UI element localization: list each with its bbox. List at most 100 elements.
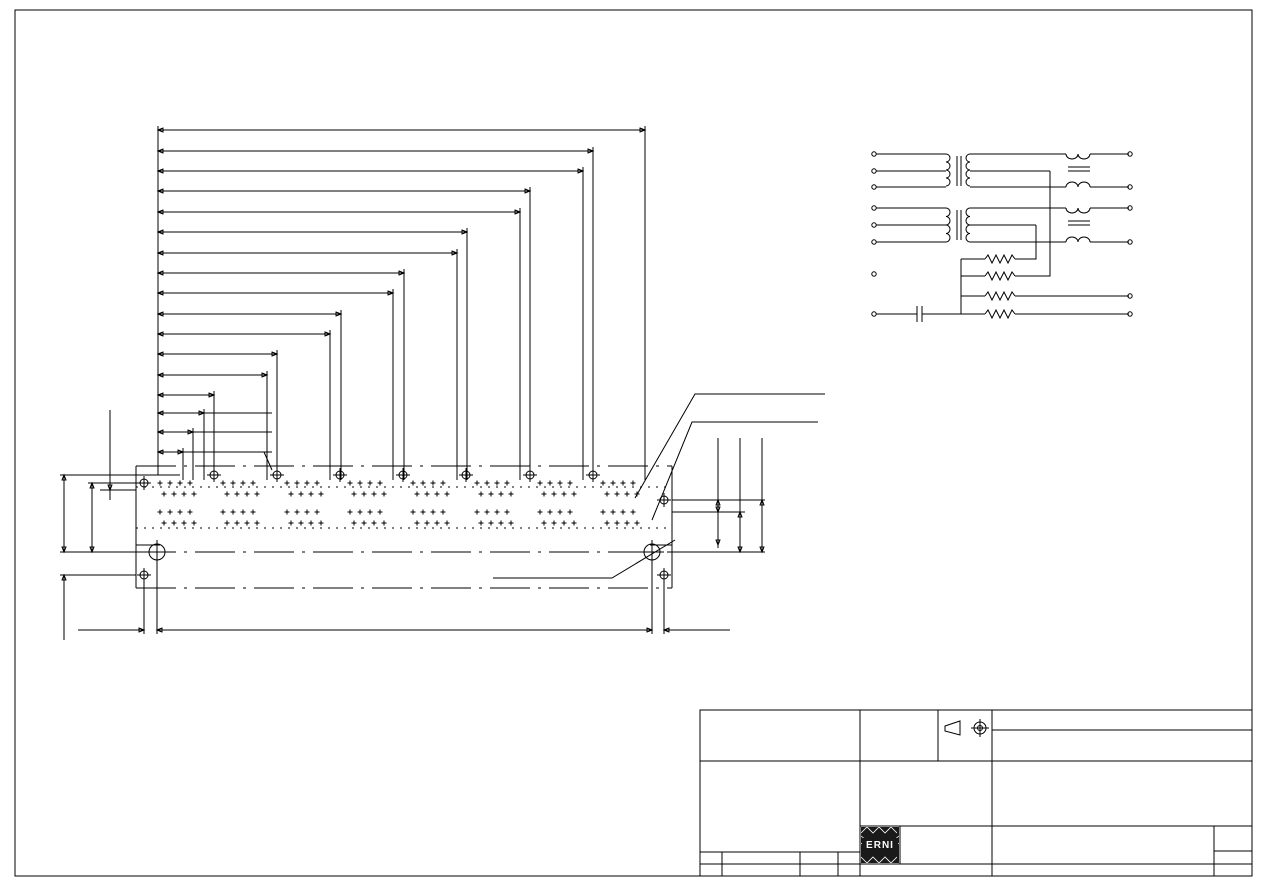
contact-pin <box>367 480 373 486</box>
contact-pin <box>600 480 606 486</box>
contact-pin <box>157 480 163 486</box>
contact-pin <box>294 480 300 486</box>
contact-pin <box>288 520 294 526</box>
contact-pin <box>424 491 430 497</box>
contact-pin <box>557 480 563 486</box>
contact-pin <box>304 509 310 515</box>
contact-pin <box>377 480 383 486</box>
contact-pin <box>474 509 480 515</box>
contact-pin <box>537 480 543 486</box>
contact-pin <box>347 480 353 486</box>
contact-pin <box>444 520 450 526</box>
contact-pin <box>561 491 567 497</box>
contact-pin <box>424 520 430 526</box>
contact-pin <box>254 491 260 497</box>
contact-pin <box>318 520 324 526</box>
contact-pin <box>288 491 294 497</box>
contact-pin <box>294 509 300 515</box>
contact-pin <box>630 480 636 486</box>
contact-pin <box>478 491 484 497</box>
contact-pin <box>381 520 387 526</box>
contact-pin <box>440 509 446 515</box>
third-angle-projection-icon <box>945 719 989 737</box>
contact-pin <box>624 491 630 497</box>
contact-pin <box>224 520 230 526</box>
contact-pin <box>191 520 197 526</box>
contact-pin <box>541 491 547 497</box>
contact-pin <box>508 491 514 497</box>
connector-front-view <box>136 466 672 588</box>
terminal-point <box>872 169 876 173</box>
contact-pin <box>547 480 553 486</box>
contact-pin <box>161 520 167 526</box>
contact-pin <box>610 509 616 515</box>
contact-pin <box>440 480 446 486</box>
title-block <box>700 710 1252 876</box>
contact-pin <box>444 491 450 497</box>
contact-pin <box>357 480 363 486</box>
contact-pin <box>181 520 187 526</box>
contact-pin <box>298 491 304 497</box>
contact-pin <box>250 509 256 515</box>
contact-pin <box>351 520 357 526</box>
contact-pin <box>634 520 640 526</box>
contact-pin <box>410 480 416 486</box>
contact-pin <box>541 520 547 526</box>
contact-pin <box>567 509 573 515</box>
terminal-point <box>872 312 876 316</box>
contact-pin <box>488 491 494 497</box>
contact-pin <box>347 509 353 515</box>
contact-pin <box>414 520 420 526</box>
contact-pin <box>410 509 416 515</box>
contact-pin <box>551 491 557 497</box>
contact-pin <box>494 480 500 486</box>
contact-pin <box>614 520 620 526</box>
terminal-point <box>872 240 876 244</box>
contact-pin <box>314 480 320 486</box>
contact-pin <box>371 491 377 497</box>
contact-pin <box>357 509 363 515</box>
contact-pin <box>187 480 193 486</box>
contact-pin <box>498 520 504 526</box>
contact-pin <box>567 480 573 486</box>
bottom-overall-dimension <box>78 560 730 634</box>
contact-pin <box>177 509 183 515</box>
contact-pin <box>234 520 240 526</box>
contact-pin <box>620 509 626 515</box>
contact-pin <box>614 491 620 497</box>
contact-pin <box>624 520 630 526</box>
contact-pin <box>498 491 504 497</box>
contact-pin <box>171 491 177 497</box>
contact-pin <box>484 480 490 486</box>
contact-pin <box>161 491 167 497</box>
contact-pin <box>630 509 636 515</box>
contact-pin <box>191 491 197 497</box>
contact-pin <box>620 480 626 486</box>
contact-pin <box>254 520 260 526</box>
contact-pin <box>484 509 490 515</box>
contact-pin <box>230 509 236 515</box>
contact-pin <box>571 491 577 497</box>
contact-pin <box>488 520 494 526</box>
contact-pin <box>171 520 177 526</box>
contact-pin <box>244 491 250 497</box>
contact-pin <box>551 520 557 526</box>
terminal-point <box>872 223 876 227</box>
drawing-frame <box>15 10 1252 876</box>
contact-pin <box>250 480 256 486</box>
contact-pin <box>157 509 163 515</box>
contact-pin <box>547 509 553 515</box>
contact-pin <box>298 520 304 526</box>
contact-pin <box>361 520 367 526</box>
right-vertical-dimensions <box>672 438 765 552</box>
contact-pin <box>361 491 367 497</box>
contact-pin <box>561 520 567 526</box>
logo-text: ERNI <box>866 840 894 851</box>
terminal-point <box>872 272 876 276</box>
erni-logo-icon: ERNI <box>861 827 899 863</box>
contact-pin <box>308 520 314 526</box>
contact-pin <box>351 491 357 497</box>
contact-pin <box>240 480 246 486</box>
contact-pin <box>220 480 226 486</box>
